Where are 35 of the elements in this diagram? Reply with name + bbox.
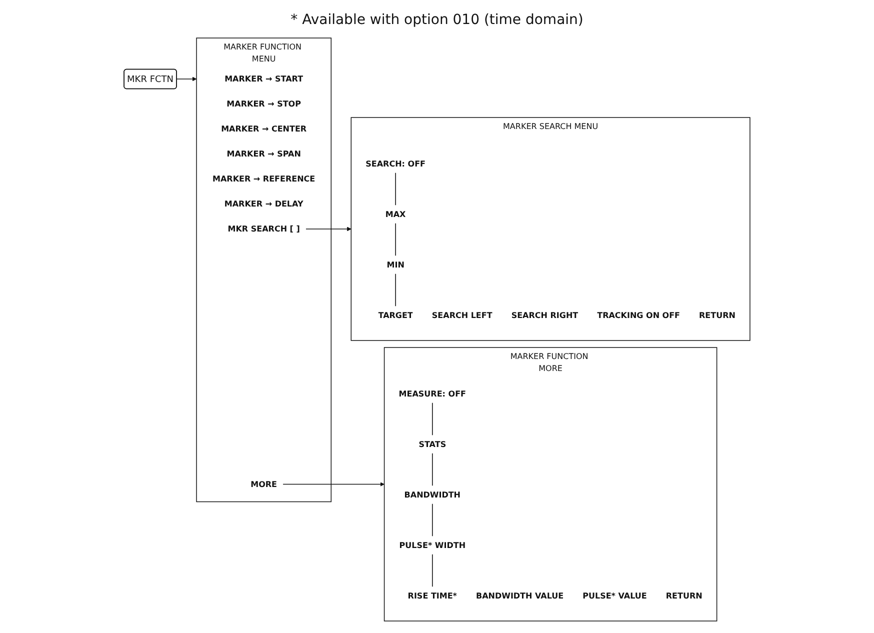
node-text: STATS	[418, 439, 446, 449]
arrow	[176, 76, 197, 82]
node-text: RETURN	[699, 310, 736, 320]
node-text: MARKER → START	[224, 74, 304, 84]
connector	[395, 172, 396, 206]
footnote: * Available with option 010 (time domain)	[290, 12, 584, 28]
connector	[432, 554, 433, 588]
node-text: TARGET	[378, 310, 413, 320]
node-text: MEASURE: OFF	[398, 388, 466, 398]
node-text: MARKER → STOP	[226, 99, 301, 108]
node-text: MORE	[250, 479, 278, 489]
node-text: TRACKING ON OFF	[597, 310, 680, 320]
node-text: MIN	[386, 260, 404, 270]
connector	[395, 273, 396, 307]
node-text: MKR SEARCH [ ]	[228, 224, 300, 234]
node-text: MARKER → CENTER	[221, 124, 307, 134]
node-text: PULSE* VALUE	[582, 590, 647, 600]
node-text: PULSE* WIDTH	[399, 540, 466, 550]
connector	[432, 452, 433, 486]
node-text: MAX	[385, 209, 406, 219]
node-text: MARKER → DELAY	[224, 199, 304, 208]
node-text: MARKER → SPAN	[226, 149, 301, 158]
node-text: BANDWIDTH	[404, 490, 461, 500]
node-text: MARKER → REFERENCE	[212, 174, 316, 184]
node-text: RETURN	[666, 590, 702, 600]
node-text: RISE TIME*	[408, 590, 457, 600]
arrow	[306, 226, 352, 232]
arrow	[282, 482, 384, 486]
connector	[395, 222, 396, 256]
connector	[432, 503, 433, 537]
node-text: SEARCH LEFT	[432, 310, 492, 320]
connector	[432, 402, 433, 436]
node-text: SEARCH: OFF	[366, 158, 426, 168]
node-text: BANDWIDTH VALUE	[476, 590, 564, 600]
node-text: SEARCH RIGHT	[511, 310, 578, 320]
